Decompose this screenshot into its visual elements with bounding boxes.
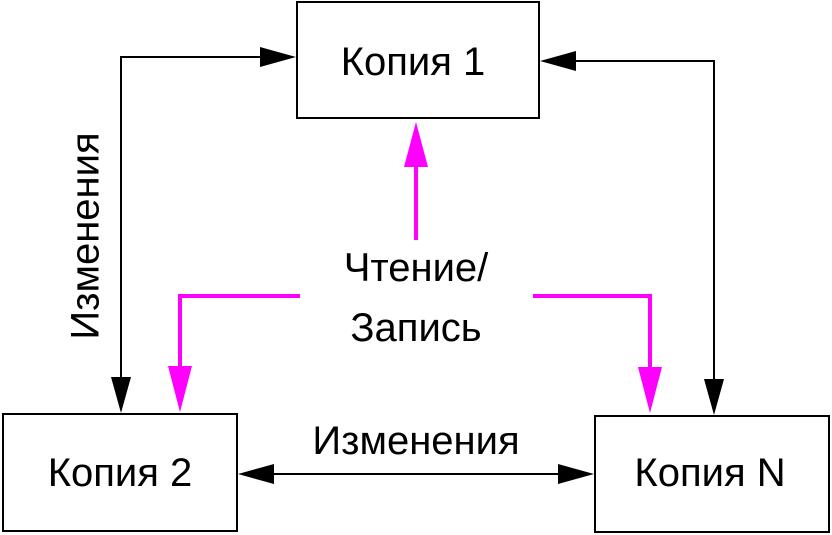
node-replica-n-label: Копия N	[634, 451, 785, 495]
arrowhead-bottom-to-replica-n	[558, 464, 594, 484]
node-replica-2-label: Копия 2	[48, 451, 193, 495]
read-write-arrowhead-replica-n	[638, 367, 662, 413]
sync-line-right	[575, 60, 715, 384]
read-write-label-line-1: Чтение/	[344, 246, 489, 290]
read-write-line-left	[178, 294, 300, 368]
node-replica-1-box	[296, 1, 540, 119]
arrowhead-to-replica-2	[111, 377, 131, 413]
sync-arrow-replica2-replicaN	[238, 464, 594, 484]
read-write-arrowhead-replica-1	[404, 122, 428, 167]
node-replica-1: Копия 1	[296, 1, 540, 119]
node-replica-n: Копия N	[594, 415, 830, 533]
node-replica-n-box	[594, 415, 830, 533]
changes-label-left: Изменения	[64, 132, 108, 339]
read-write-label-line-2: Запись	[350, 306, 481, 350]
changes-label-bottom: Изменения	[312, 419, 519, 463]
sync-line-left	[120, 56, 262, 382]
sync-arrow-replica1-replica2	[111, 47, 296, 413]
arrowhead-to-replica-n	[704, 379, 724, 415]
node-replica-1-label: Копия 1	[341, 40, 486, 84]
read-write-arrows	[168, 122, 662, 413]
read-write-line-right	[533, 294, 652, 368]
arrowhead-to-replica-1-right	[540, 51, 576, 71]
arrowhead-to-replica-1	[260, 47, 296, 67]
arrowhead-bottom-to-replica-2	[238, 464, 274, 484]
read-write-arrowhead-replica-2	[168, 366, 192, 412]
node-replica-2: Копия 2	[2, 413, 238, 532]
sync-arrow-replica1-replicaN	[540, 51, 724, 415]
node-replica-2-box	[2, 413, 238, 532]
